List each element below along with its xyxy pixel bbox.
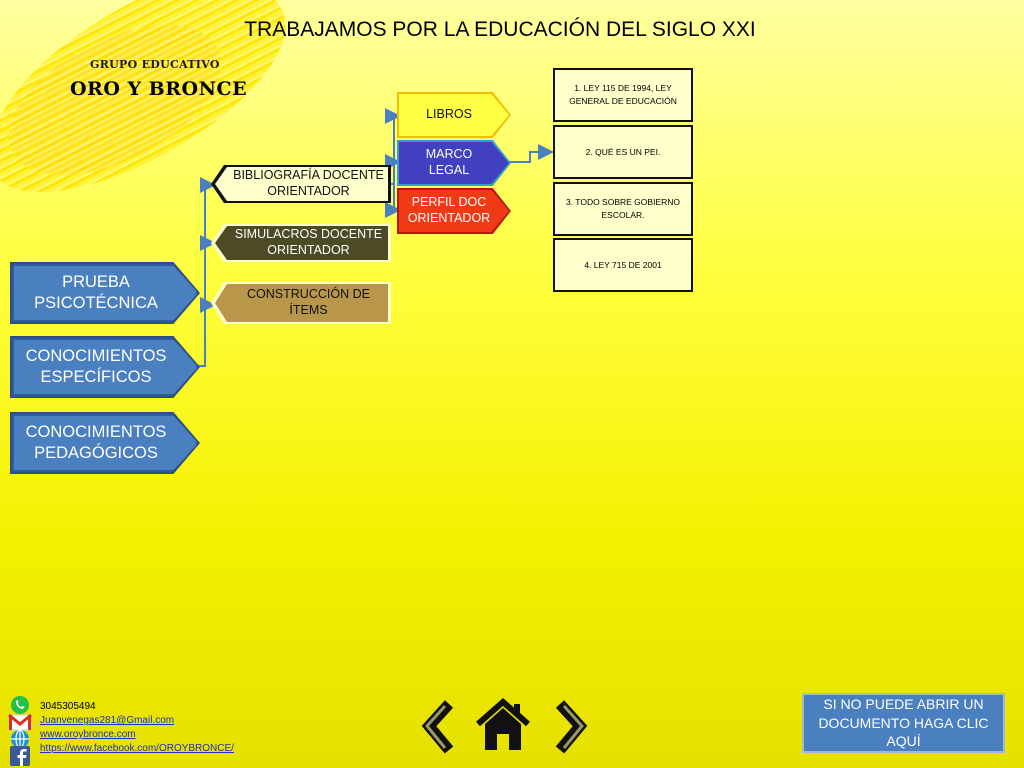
sub-menu-label: ORIENTADOR <box>267 243 350 257</box>
document-link-ley-115[interactable]: 1. LEY 115 DE 1994, LEY GENERAL DE EDUCAC… <box>553 68 693 122</box>
mid-menu-label: LEGAL <box>428 163 470 177</box>
mid-menu-label: PERFIL DOC <box>411 195 487 210</box>
document-label: ESCOLAR. <box>601 210 645 220</box>
left-menu-label: CONOCIMIENTOS <box>25 347 167 366</box>
document-link-ley-715[interactable]: 4. LEY 715 DE 2001 <box>553 238 693 292</box>
contact-phone: 3045305494 <box>40 701 96 712</box>
sub-menu-label: ÍTEMS <box>289 303 328 317</box>
facebook-icon[interactable] <box>8 746 32 766</box>
globe-icon[interactable] <box>8 729 32 749</box>
cta-label: DOCUMENTO HAGA CLIC <box>818 714 989 731</box>
mid-menu-label: ORIENTADOR <box>407 211 491 225</box>
document-label: 2. QUÉ ES UN PEI. <box>585 146 661 157</box>
left-menu-conocimientos-pedagogicos[interactable]: CONOCIMIENTOS PEDAGÓGICOS <box>12 414 198 472</box>
left-menu-label: ESPECÍFICOS <box>40 368 152 386</box>
document-link-que-es-pei[interactable]: 2. QUÉ ES UN PEI. <box>553 125 693 179</box>
left-menu-prueba-psicotecnica[interactable]: PRUEBA PSICOTÉCNICA <box>12 264 198 322</box>
contact-website-link[interactable]: www.oroybronce.com <box>40 729 136 740</box>
page-title: TRABAJAMOS POR LA EDUCACIÓN DEL SIGLO XX… <box>244 18 756 41</box>
sub-menu-label: CONSTRUCCIÓN DE <box>247 287 370 302</box>
document-label: 1. LEY 115 DE 1994, LEY <box>574 83 672 94</box>
group-name-logo: ORO Y BRONCE <box>70 78 248 100</box>
document-link-gobierno-escolar[interactable]: 3. TODO SOBRE GOBIERNO ESCOLAR. <box>553 182 693 236</box>
contact-facebook-link[interactable]: https://www.facebook.com/OROYBRONCE/ <box>40 743 234 754</box>
document-label: 3. TODO SOBRE GOBIERNO <box>566 197 680 208</box>
mid-menu-label: LIBROS <box>426 107 472 122</box>
left-menu-label: PSICOTÉCNICA <box>34 294 158 312</box>
sub-menu-label: ORIENTADOR <box>267 184 350 198</box>
left-menu-conocimientos-especificos[interactable]: CONOCIMIENTOS ESPECÍFICOS <box>12 338 198 396</box>
document-label: 4. LEY 715 DE 2001 <box>584 259 662 270</box>
sub-menu-label: BIBLIOGRAFÍA DOCENTE <box>233 168 384 183</box>
forward-arrow-icon[interactable] <box>548 700 596 756</box>
left-menu-label: CONOCIMIENTOS <box>25 423 167 442</box>
cta-label: SI NO PUEDE ABRIR UN <box>823 695 984 712</box>
left-menu-label: PRUEBA <box>62 273 130 292</box>
sub-menu-label: SIMULACROS DOCENTE <box>234 227 383 242</box>
mid-menu-label: MARCO <box>425 147 473 162</box>
whatsapp-icon[interactable] <box>8 695 32 715</box>
contact-email-link[interactable]: Juanvenegas281@Gmail.com <box>40 715 175 726</box>
cta-label: AQUÍ <box>886 733 921 750</box>
left-menu-label: PEDAGÓGICOS <box>34 444 158 462</box>
document-label: GENERAL DE EDUCACIÓN <box>569 96 677 106</box>
mid-menu-libros[interactable]: LIBROS <box>399 94 509 136</box>
group-subtitle: GRUPO EDUCATIVO <box>90 58 220 71</box>
back-arrow-icon[interactable] <box>415 700 463 756</box>
home-icon[interactable] <box>474 698 532 752</box>
gmail-icon[interactable] <box>8 713 32 731</box>
cannot-open-document-button[interactable]: SI NO PUEDE ABRIR UN DOCUMENTO HAGA CLIC A… <box>802 693 1005 753</box>
